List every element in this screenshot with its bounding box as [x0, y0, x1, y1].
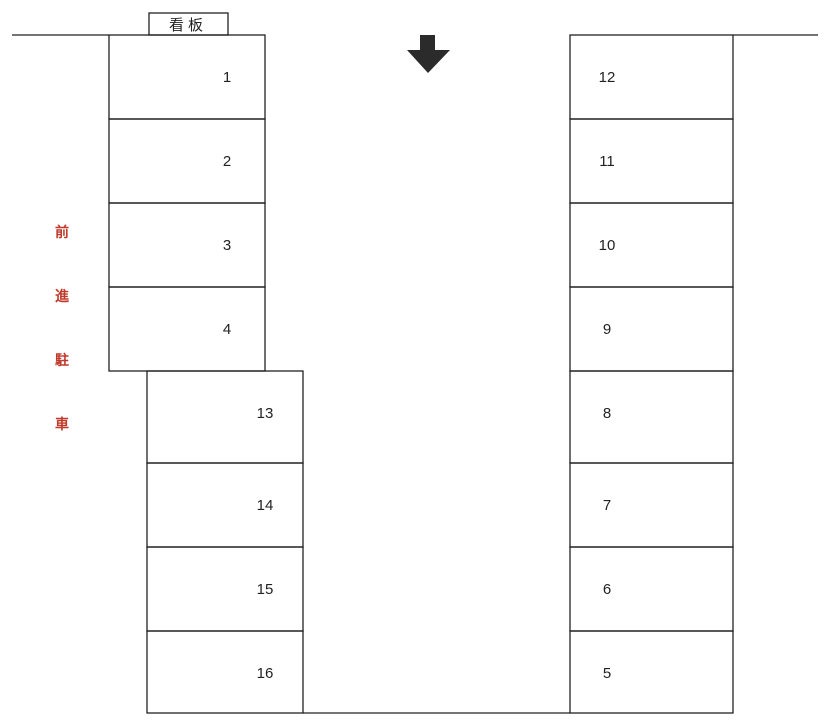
stall-13: 13: [146, 370, 304, 464]
down-arrow-icon: [407, 35, 450, 73]
stall-8: 8: [569, 370, 734, 464]
stall-number: 6: [603, 581, 611, 598]
stall-number: 11: [599, 153, 615, 170]
stall-number: 15: [257, 581, 274, 598]
stall-number: 4: [223, 321, 231, 338]
stall-number: 7: [603, 497, 611, 514]
sign-label: 看板: [169, 16, 207, 34]
stall-6: 6: [569, 546, 734, 632]
stall-number: 10: [599, 237, 616, 254]
stall-number: 5: [603, 665, 611, 682]
stall-4: 4: [108, 286, 266, 372]
stall-number: 9: [603, 321, 611, 338]
stall-11: 11: [569, 118, 734, 204]
stall-number: 14: [257, 497, 274, 514]
forward-parking-label: 前 進 駐 車: [48, 222, 76, 478]
stall-1: 1: [108, 34, 266, 120]
stall-10: 10: [569, 202, 734, 288]
stall-7: 7: [569, 462, 734, 548]
sign-board: 看板: [148, 12, 229, 36]
stall-15: 15: [146, 546, 304, 632]
stall-block-left-upper: 1 2 3 4: [108, 34, 266, 372]
stall-5: 5: [569, 630, 734, 714]
stall-2: 2: [108, 118, 266, 204]
stall-number: 16: [257, 665, 274, 682]
stall-block-left-lower: 13 14 15 16: [146, 370, 304, 714]
stall-number: 1: [223, 69, 231, 86]
stall-number: 2: [223, 153, 231, 170]
stall-block-right: 12 11 10 9 8 7 6 5: [569, 34, 734, 714]
stall-number: 13: [257, 405, 274, 422]
stall-12: 12: [569, 34, 734, 120]
vertical-char: 進: [55, 289, 69, 305]
stall-16: 16: [146, 630, 304, 714]
stall-9: 9: [569, 286, 734, 372]
stall-number: 8: [603, 405, 611, 422]
stall-3: 3: [108, 202, 266, 288]
vertical-char: 車: [55, 417, 69, 433]
vertical-char: 前: [55, 225, 69, 241]
stall-14: 14: [146, 462, 304, 548]
stall-number: 12: [599, 69, 616, 86]
stall-number: 3: [223, 237, 231, 254]
vertical-char: 駐: [55, 353, 69, 369]
